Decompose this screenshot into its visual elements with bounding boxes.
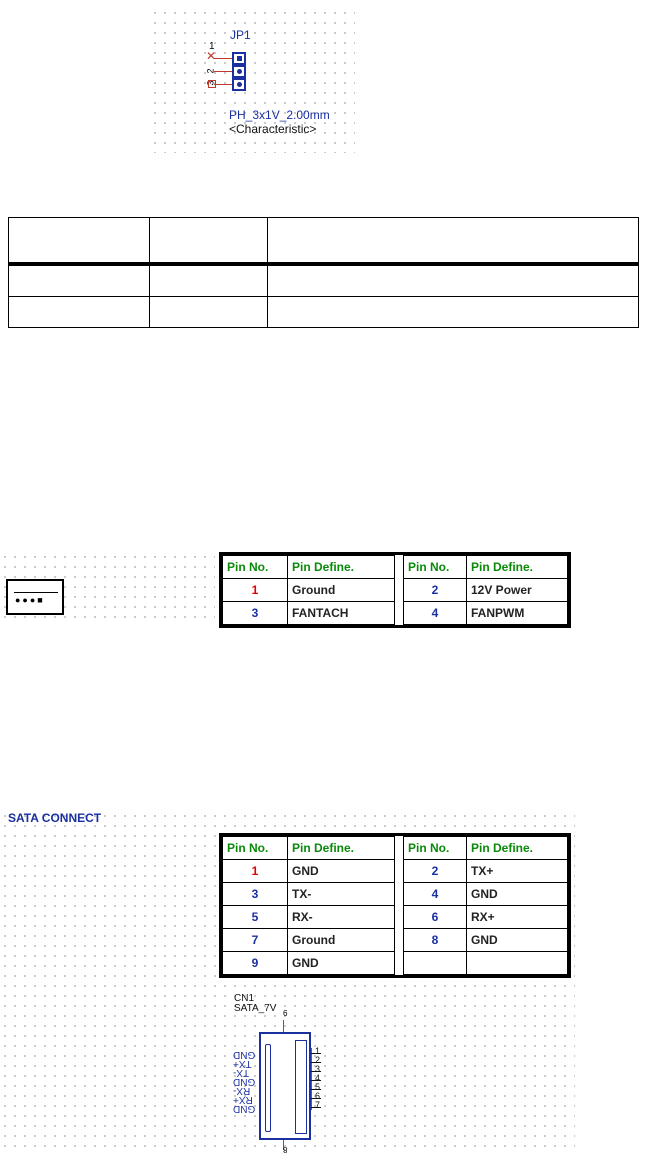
sata-pin-table: Pin No. Pin Define. Pin No. Pin Define. … [219, 833, 571, 978]
table-header-row: Pin No. Pin Define. Pin No. Pin Define. [222, 555, 568, 579]
table-row: 1 Ground 2 12V Power [222, 578, 568, 602]
table-row: 5 RX- 6 RX+ [222, 905, 568, 929]
pin-number: 5 [222, 905, 288, 929]
jp1-pin3-round-pad-icon [232, 78, 246, 91]
pin-number: 1 [222, 578, 288, 602]
pin-number: 2 [403, 578, 467, 602]
pin-define: 12V Power [466, 578, 568, 602]
connector-pin-lead [311, 1062, 321, 1063]
pin-define: FANTACH [287, 601, 395, 625]
connector-pin-number: 1 [315, 1046, 321, 1056]
connector-pin-label: GND [233, 1103, 256, 1114]
jp1-pin2-number: 2 [205, 68, 216, 74]
pin-number: 7 [222, 928, 288, 952]
connector-pin-number: 6 [315, 1091, 321, 1101]
pin-number: 6 [403, 905, 467, 929]
pin-define: RX+ [466, 905, 568, 929]
header-pin-define: Pin Define. [466, 555, 568, 579]
pin-number: 3 [222, 601, 288, 625]
connector-pin-number: 3 [315, 1064, 321, 1074]
jp1-schematic: JP1 1 ✕ 2 3 PH_3x1V_2.00mm <Characterist… [150, 8, 355, 153]
pin-define [466, 951, 568, 975]
jp1-pin3-lead [214, 84, 232, 85]
empty-table [8, 217, 639, 328]
pin-define: TX- [287, 882, 395, 906]
connector-pin-number: 5 [315, 1082, 321, 1092]
pin-number: 4 [403, 882, 467, 906]
no-connect-x-icon: ✕ [206, 49, 217, 63]
connector-pin-lead [311, 1098, 321, 1099]
pin-define: GND [466, 882, 568, 906]
pin-define: GND [466, 928, 568, 952]
header-pin-define: Pin Define. [287, 555, 395, 579]
jp1-pin1-lead [214, 58, 232, 59]
pin-define: TX+ [466, 859, 568, 883]
jp1-pin1-number: 1 [209, 41, 215, 52]
jp1-footprint-label: PH_3x1V_2.00mm [229, 108, 330, 122]
pin-define: Ground [287, 928, 395, 952]
table-row: 1 GND 2 TX+ [222, 859, 568, 883]
connector-pin-number: 4 [315, 1073, 321, 1083]
header-pin-define: Pin Define. [287, 836, 395, 860]
jp1-ref-label: JP1 [230, 28, 251, 42]
table-row [8, 263, 639, 297]
fan-connector-footprint-icon: ●●●■ [6, 579, 64, 615]
header-pin-define: Pin Define. [466, 836, 568, 860]
pin-number: 4 [403, 601, 467, 625]
mount-pin-top-number: 9 [283, 1008, 288, 1017]
header-pin-no: Pin No. [403, 836, 467, 860]
header-pin-no: Pin No. [403, 555, 467, 579]
connector-body-icon [259, 1032, 311, 1140]
header-pin-no: Pin No. [222, 555, 288, 579]
table-row: 3 TX- 4 GND [222, 882, 568, 906]
table-row [8, 217, 639, 266]
pin-number: 8 [403, 928, 467, 952]
pin-number: 1 [222, 859, 288, 883]
jp1-pin2-round-pad-icon [232, 65, 246, 78]
table-row: 7 Ground 8 GND [222, 928, 568, 952]
jp1-value-label: <Characteristic> [229, 122, 317, 136]
fan-pin-table: Pin No. Pin Define. Pin No. Pin Define. … [219, 552, 571, 628]
connector-ref-label: CN1 [234, 993, 255, 1004]
table-row: 9 GND [222, 951, 568, 975]
pin-number: 9 [222, 951, 288, 975]
mount-pin-bottom-number: 8 [283, 1145, 288, 1154]
pin-define: FANPWM [466, 601, 568, 625]
connector-part-label: SATA_7V [234, 1003, 277, 1014]
table-row [8, 296, 639, 328]
connector-pin-number: 2 [315, 1055, 321, 1065]
connector-pin-lead [311, 1107, 321, 1108]
pin-number: 3 [222, 882, 288, 906]
header-pin-no: Pin No. [222, 836, 288, 860]
sata-section-title: SATA CONNECT [8, 811, 102, 825]
pin-define: RX- [287, 905, 395, 929]
connector-pin-lead [311, 1089, 321, 1090]
connector-pin-lead [311, 1071, 321, 1072]
table-row: 3 FANTACH 4 FANPWM [222, 601, 568, 625]
connector-pin-lead [311, 1080, 321, 1081]
jp1-pin2-lead [214, 71, 232, 72]
pin-define: GND [287, 951, 395, 975]
pin-number: 2 [403, 859, 467, 883]
pin-number [403, 951, 467, 975]
pin-define: GND [287, 859, 395, 883]
jp1-open-pin-square-icon [208, 80, 216, 88]
jp1-schematic-grid [150, 8, 355, 153]
connector-pin-lead [311, 1053, 321, 1054]
connector-pin-number: 7 [315, 1100, 321, 1110]
table-header-row: Pin No. Pin Define. Pin No. Pin Define. [222, 836, 568, 860]
jp1-pin1-square-pad-icon [232, 52, 246, 65]
pin-define: Ground [287, 578, 395, 602]
